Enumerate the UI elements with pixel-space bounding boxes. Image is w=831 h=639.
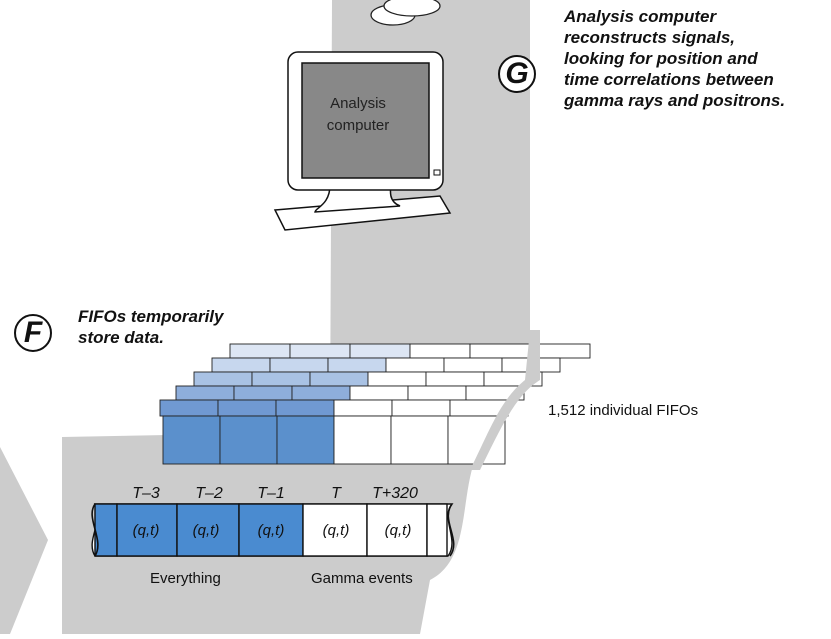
time-label: T bbox=[331, 485, 341, 502]
fifo-cell bbox=[385, 357, 445, 373]
fifo-front-cell bbox=[162, 415, 221, 465]
time-label: T+320 bbox=[372, 485, 418, 502]
time-label: T–3 bbox=[132, 485, 160, 502]
step-f-text: FIFOs temporarily store data. bbox=[78, 307, 224, 347]
time-label: T–2 bbox=[195, 485, 223, 502]
buffer-tape bbox=[91, 503, 455, 557]
fifo-cell bbox=[367, 371, 427, 387]
fifo-cell bbox=[349, 385, 409, 401]
fifo-cell bbox=[175, 385, 235, 401]
buffer-cell: (q,t) bbox=[132, 522, 160, 539]
step-g-text: Analysis computer reconstructs signals, … bbox=[564, 7, 786, 110]
fifo-front-cell bbox=[333, 415, 392, 465]
analysis-computer bbox=[273, 51, 452, 231]
fifo-count-label: 1,512 individual FIFOs bbox=[548, 402, 699, 419]
time-label: T–1 bbox=[257, 485, 285, 502]
fifo-cell bbox=[275, 399, 335, 417]
fifo-cell bbox=[425, 371, 485, 387]
buffer-cell: (q,t) bbox=[384, 522, 412, 539]
fifo-cell bbox=[391, 399, 451, 417]
fifo-cell bbox=[309, 371, 369, 387]
fifo-cell bbox=[233, 385, 293, 401]
fifo-cell bbox=[211, 357, 271, 373]
fifo-cell bbox=[291, 385, 351, 401]
tape-wave-end bbox=[91, 503, 99, 557]
caption-gamma-events: Gamma events bbox=[311, 570, 413, 587]
fifo-cell bbox=[443, 357, 503, 373]
buffer-cell: (q,t) bbox=[257, 522, 285, 539]
fifo-cell bbox=[217, 399, 277, 417]
fifo-cell bbox=[333, 399, 393, 417]
fifo-torn-edge bbox=[470, 330, 540, 470]
fifo-cell bbox=[159, 399, 219, 417]
fifo-front-cell bbox=[276, 415, 335, 465]
tape-wave-end bbox=[447, 503, 455, 557]
fifo-stack bbox=[159, 330, 591, 470]
tape-cell bbox=[426, 503, 448, 557]
screen-label: Analysis computer bbox=[326, 95, 390, 134]
thought-cloud bbox=[370, 0, 441, 26]
fifo-cell bbox=[469, 343, 531, 359]
fifo-front-cell bbox=[390, 415, 449, 465]
step-f-badge: F bbox=[14, 314, 52, 352]
fifo-cell bbox=[407, 385, 467, 401]
fifo-cell bbox=[409, 343, 471, 359]
fifo-cell bbox=[229, 343, 291, 359]
buffer-cell: (q,t) bbox=[192, 522, 220, 539]
fifo-cell bbox=[349, 343, 411, 359]
buffer-cell: (q,t) bbox=[322, 522, 350, 539]
step-g-badge: G bbox=[498, 55, 536, 93]
fifo-front-cell bbox=[219, 415, 278, 465]
tape-cell bbox=[176, 503, 240, 557]
fifo-cell bbox=[327, 357, 387, 373]
fifo-cell bbox=[193, 371, 253, 387]
tape-cell bbox=[238, 503, 304, 557]
caption-everything: Everything bbox=[150, 570, 221, 587]
fifo-cell bbox=[251, 371, 311, 387]
tape-cell bbox=[116, 503, 178, 557]
fifo-cell bbox=[289, 343, 351, 359]
tape-cell bbox=[366, 503, 428, 557]
fifo-cell bbox=[269, 357, 329, 373]
flow-arrow-left bbox=[0, 447, 48, 634]
